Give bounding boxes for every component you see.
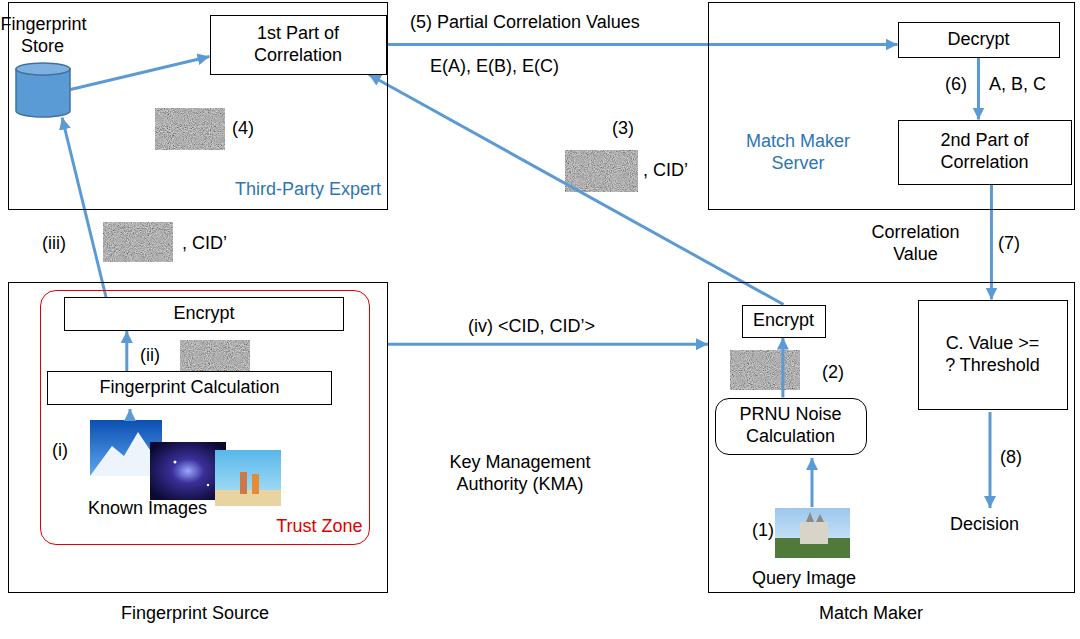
node-heading: Match Maker Server xyxy=(723,131,873,174)
annotation: Key Management Authority (KMA) xyxy=(425,452,615,495)
noise-image xyxy=(155,108,225,150)
node-heading: Match Maker xyxy=(819,603,923,625)
flow-arrow xyxy=(125,331,128,371)
database-cylinder: Fingerprint Store xyxy=(15,62,71,118)
photo-castle-tower xyxy=(806,512,814,522)
annotation: E(A), E(B), E(C) xyxy=(430,56,559,78)
party-panel: Match Maker Server Decrypt 2nd Part of Cor… xyxy=(708,2,1075,210)
flow-arrow xyxy=(62,118,106,298)
photo-star xyxy=(207,484,209,486)
callout-number: (i) xyxy=(52,440,68,462)
process-box: 2nd Part of Correlation xyxy=(898,120,1072,185)
cylinder-body xyxy=(16,69,70,117)
flow-arrow xyxy=(388,343,708,346)
node-label: Decrypt xyxy=(943,29,1013,51)
photo-beach xyxy=(215,450,281,506)
process-box: 1st Part of Correlation xyxy=(210,15,387,75)
party-panel: Match MakerEncryptPRNU Noise Calculation… xyxy=(708,282,1075,593)
callout-number: (2) xyxy=(822,362,844,384)
edge-label: A, B, C xyxy=(989,74,1046,96)
known-images xyxy=(90,420,281,506)
flow-arrow xyxy=(977,58,980,120)
edge-label: (5) Partial Correlation Values xyxy=(410,12,640,34)
decision-arrow xyxy=(989,412,992,508)
node-heading: Fingerprint Source xyxy=(121,603,269,625)
process-box: Encrypt xyxy=(64,297,344,331)
photo-sky xyxy=(775,508,850,558)
node-label: C. Value >= ? Threshold xyxy=(939,333,1047,376)
process-box: Encrypt xyxy=(742,305,826,338)
node-heading: Fingerprint Store xyxy=(1,14,85,57)
cylinder-top xyxy=(16,63,70,75)
node-label: Encrypt xyxy=(169,303,238,325)
photo-star xyxy=(174,461,177,464)
annotation: , CID’ xyxy=(182,233,227,255)
edge-label: (iv) <CID, CID’> xyxy=(468,316,595,338)
callout-number: (1) xyxy=(752,520,774,542)
node-label: 2nd Part of Correlation xyxy=(899,130,1071,173)
edge-label: Correlation Value xyxy=(858,222,973,265)
node-label: PRNU Noise Calculation xyxy=(716,404,866,447)
photo-person xyxy=(252,474,259,494)
node-label: Encrypt xyxy=(749,310,818,332)
photo-castle-tower xyxy=(816,514,824,522)
party-panel: Third-Party Expert 1st Part of Correlatio… xyxy=(8,2,388,210)
callout-number: (ii) xyxy=(140,345,160,367)
callout-number: (iii) xyxy=(42,233,66,255)
callout-number: (7) xyxy=(998,233,1020,255)
flow-arrow xyxy=(387,43,898,46)
input-arrow xyxy=(811,458,814,507)
cylinder-outline xyxy=(15,62,71,118)
callout-number: (6) xyxy=(945,74,967,96)
node-heading: Trust Zone xyxy=(276,516,362,538)
process-box: Fingerprint Calculation xyxy=(47,371,332,405)
noise-image xyxy=(565,150,638,192)
flow-arrow xyxy=(781,338,784,398)
process-box: PRNU Noise Calculation xyxy=(715,398,867,455)
decision-box: C. Value >= ? Threshold xyxy=(918,300,1068,410)
input-arrow xyxy=(129,409,132,420)
photo-sand xyxy=(215,490,281,506)
photo-castle xyxy=(800,522,828,544)
noise-image xyxy=(730,350,800,390)
callout-number: (8) xyxy=(1000,447,1022,469)
query-image xyxy=(775,508,850,558)
party-panel: Fingerprint SourceTrust ZoneEncryptFinge… xyxy=(8,282,388,593)
flow-arrow xyxy=(71,57,210,90)
node-label: Fingerprint Calculation xyxy=(95,377,283,399)
photo-person xyxy=(240,472,247,494)
photo-space xyxy=(150,442,226,500)
node-label: 1st Part of Correlation xyxy=(211,23,386,66)
node-heading: Third-Party Expert xyxy=(235,179,381,201)
annotation: Query Image xyxy=(752,568,856,590)
noise-image xyxy=(103,222,173,262)
callout-number: (4) xyxy=(232,118,254,140)
process-box: Decrypt xyxy=(898,22,1060,58)
annotation: Decision xyxy=(950,514,1019,536)
annotation: Known Images xyxy=(88,498,207,520)
callout-number: (3) xyxy=(612,118,634,140)
flow-arrow xyxy=(369,75,784,305)
annotation: , CID’ xyxy=(643,160,688,182)
